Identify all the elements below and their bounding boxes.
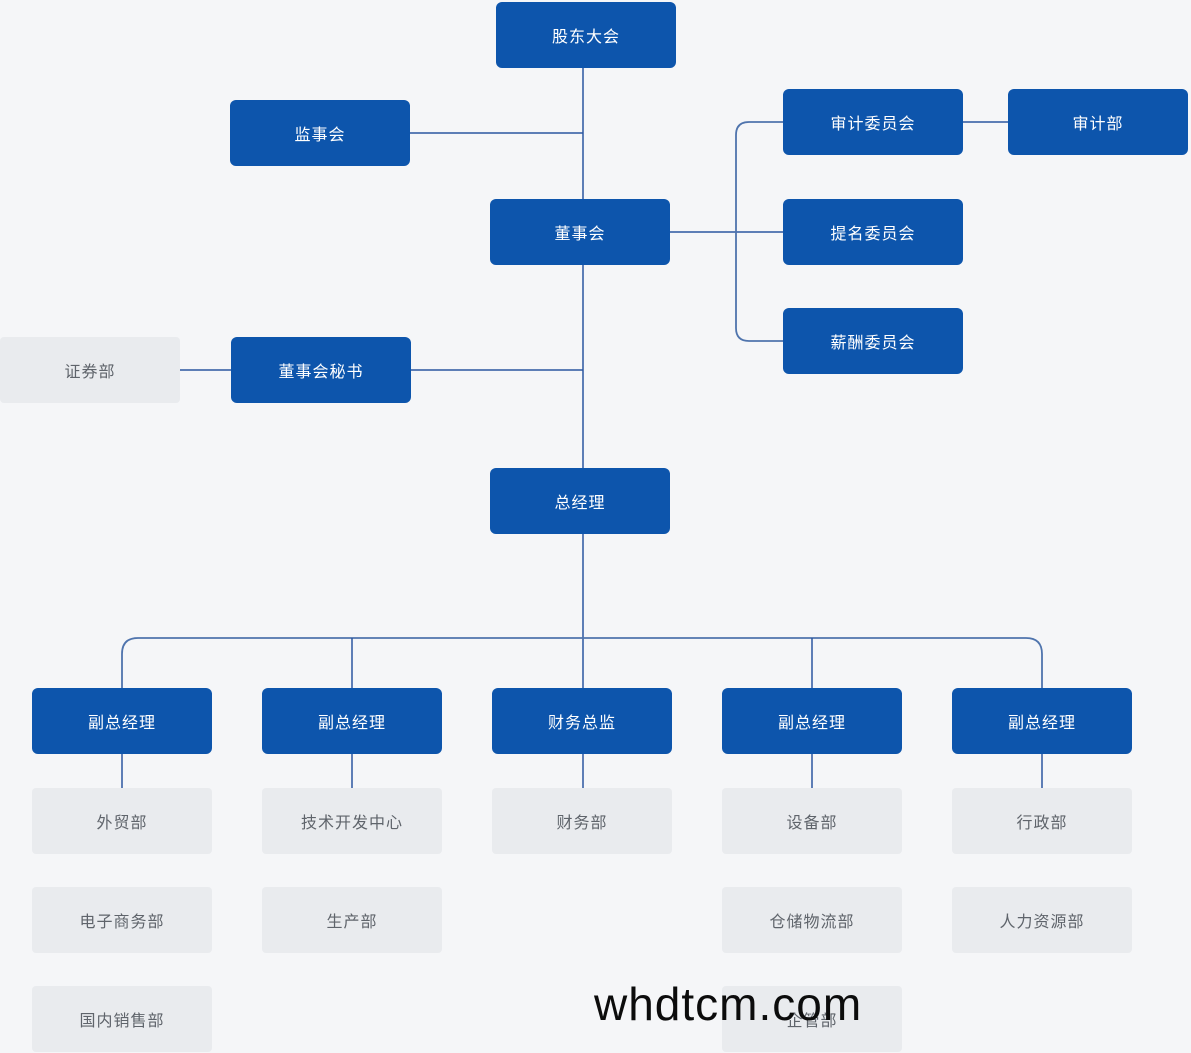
org-node-equipment-dept[interactable]: 设备部: [722, 788, 902, 854]
node-label: 外贸部: [96, 815, 148, 832]
org-node-deputy-gm-3[interactable]: 副总经理: [722, 688, 902, 754]
node-label: 副总经理: [777, 715, 846, 732]
org-node-admin-dept[interactable]: 行政部: [952, 788, 1132, 854]
org-node-supervisory-board[interactable]: 监事会: [230, 100, 410, 166]
node-label: 股东大会: [551, 29, 620, 46]
org-node-tech-development-center[interactable]: 技术开发中心: [262, 788, 442, 854]
node-label: 财务部: [556, 815, 608, 832]
node-label: 薪酬委员会: [830, 335, 916, 352]
node-label: 监事会: [294, 127, 346, 144]
org-node-finance-dept[interactable]: 财务部: [492, 788, 672, 854]
org-node-general-manager[interactable]: 总经理: [490, 468, 670, 534]
node-label: 企管部: [786, 1013, 838, 1030]
org-node-deputy-gm-2[interactable]: 副总经理: [262, 688, 442, 754]
node-label: 审计委员会: [830, 116, 916, 133]
org-node-deputy-gm-4[interactable]: 副总经理: [952, 688, 1132, 754]
org-node-board-of-directors[interactable]: 董事会: [490, 199, 670, 265]
org-node-finance-director[interactable]: 财务总监: [492, 688, 672, 754]
node-label: 人力资源部: [999, 914, 1085, 931]
org-node-deputy-gm-1[interactable]: 副总经理: [32, 688, 212, 754]
org-node-board-secretary[interactable]: 董事会秘书: [231, 337, 411, 403]
node-label: 电子商务部: [79, 914, 165, 931]
node-label: 董事会秘书: [278, 364, 364, 381]
org-node-warehouse-logistics-dept[interactable]: 仓储物流部: [722, 887, 902, 953]
node-label: 财务总监: [547, 715, 616, 732]
org-node-nomination-committee[interactable]: 提名委员会: [783, 199, 963, 265]
org-node-audit-committee[interactable]: 审计委员会: [783, 89, 963, 155]
org-node-enterprise-mgmt-dept[interactable]: 企管部: [722, 986, 902, 1052]
connector-committee-bracket: [735, 121, 783, 342]
node-label: 行政部: [1016, 815, 1068, 832]
node-label: 仓储物流部: [769, 914, 855, 931]
org-node-compensation-committee[interactable]: 薪酬委员会: [783, 308, 963, 374]
node-label: 国内销售部: [79, 1013, 165, 1030]
org-node-ecommerce-dept[interactable]: 电子商务部: [32, 887, 212, 953]
org-node-hr-dept[interactable]: 人力资源部: [952, 887, 1132, 953]
connector-distribution-bracket: [121, 637, 1043, 688]
node-label: 技术开发中心: [300, 815, 403, 832]
node-label: 副总经理: [317, 715, 386, 732]
node-label: 审计部: [1072, 116, 1124, 133]
node-label: 副总经理: [87, 715, 156, 732]
org-node-audit-department[interactable]: 审计部: [1008, 89, 1188, 155]
node-label: 副总经理: [1007, 715, 1076, 732]
org-node-domestic-sales-dept[interactable]: 国内销售部: [32, 986, 212, 1052]
node-label: 提名委员会: [830, 226, 916, 243]
node-label: 证券部: [64, 364, 116, 381]
node-label: 董事会: [554, 226, 606, 243]
org-node-production-dept[interactable]: 生产部: [262, 887, 442, 953]
org-node-shareholders-meeting[interactable]: 股东大会: [496, 2, 676, 68]
node-label: 生产部: [326, 914, 378, 931]
org-node-securities-department[interactable]: 证券部: [0, 337, 180, 403]
node-label: 设备部: [786, 815, 838, 832]
watermark: whdtcm.com: [594, 978, 863, 1030]
org-node-foreign-trade-dept[interactable]: 外贸部: [32, 788, 212, 854]
node-label: 总经理: [554, 495, 606, 512]
